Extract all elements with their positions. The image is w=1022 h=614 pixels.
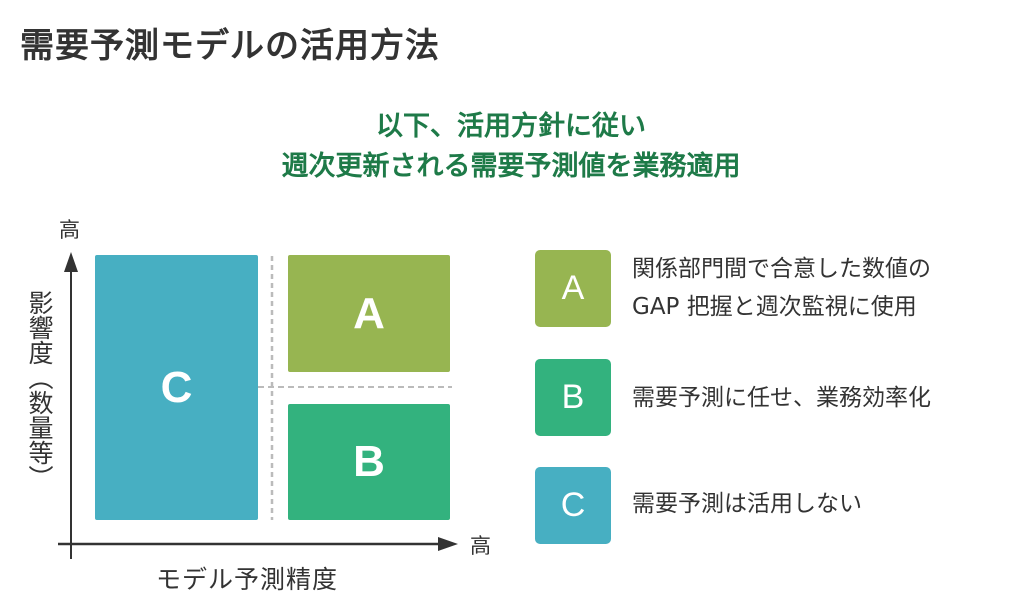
subtitle-line-2: 週次更新される需要予測値を業務適用 [281, 151, 741, 182]
quadrant-a-label: A [353, 288, 385, 338]
y-axis-label: 影響度（数量等） [25, 290, 54, 490]
legend-b-key: B [561, 378, 585, 416]
quadrant-a: A [288, 255, 450, 372]
legend-b-badge: B [535, 359, 611, 436]
y-axis-arrow-icon [64, 252, 78, 272]
x-axis-arrow-icon [438, 537, 458, 551]
page-title: 需要予測モデルの活用方法 [20, 26, 440, 66]
quadrant-c: C [95, 255, 258, 520]
legend-c-line-1: 需要予測は活用しない [632, 491, 862, 517]
legend-b-text: 需要予測に任せ、業務効率化 [632, 379, 931, 417]
legend-b-line-1: 需要予測に任せ、業務効率化 [632, 385, 931, 411]
legend-c-text: 需要予測は活用しない [632, 485, 862, 523]
legend-a-line-1: 関係部門間で合意した数値の [632, 256, 931, 282]
quadrant-b-label: B [353, 437, 385, 486]
x-axis-high-label: 高 [470, 534, 491, 558]
quadrant-c-label: C [160, 362, 193, 412]
quadrant-b: B [288, 404, 450, 520]
legend-a-text: 関係部門間で合意した数値の GAP 把握と週次監視に使用 [632, 250, 931, 326]
subtitle-line-1: 以下、活用方針に従い [376, 111, 646, 142]
legend-a-line-2: GAP 把握と週次監視に使用 [632, 294, 917, 320]
legend-c-key: C [560, 486, 586, 524]
legend-a-key: A [561, 269, 585, 307]
y-axis-high-label: 高 [59, 218, 80, 242]
legend-c-badge: C [535, 467, 611, 544]
x-axis-label: モデル予測精度 [156, 565, 339, 594]
legend-a-badge: A [535, 250, 611, 327]
